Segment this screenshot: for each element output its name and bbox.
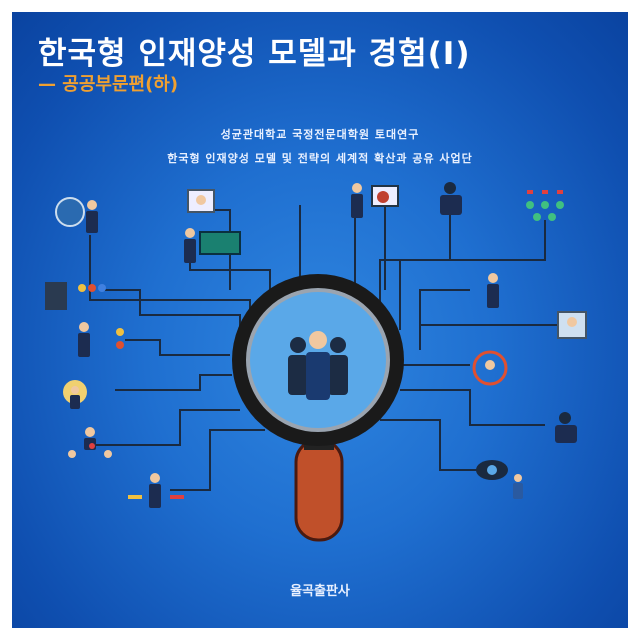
book-subtitle: — 공공부문편(하)	[38, 74, 179, 95]
magnifying-glass-icon	[232, 274, 404, 542]
organization-line-2: 한국형 인재양성 모델 및 전략의 세계적 확산과 공유 사업단	[167, 152, 473, 165]
book-title: 한국형 인재양성 모델과 경험(I)	[38, 36, 471, 72]
publisher-name: 율곡출판사	[290, 584, 350, 599]
people-icons	[45, 182, 587, 508]
organization-line-1: 성균관대학교 국정전문대학원 토대연구	[220, 128, 420, 141]
